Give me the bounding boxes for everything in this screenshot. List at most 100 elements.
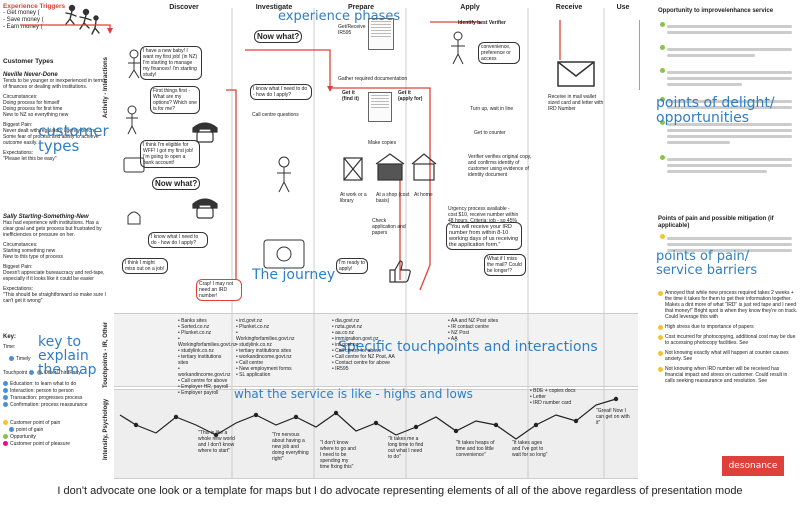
key-legend2: point of gain	[16, 427, 44, 433]
phase-dividers	[231, 8, 605, 478]
touchpoints-investigate: • ird.govt.nz• Plunket.co.nz• Workingfor…	[236, 318, 295, 378]
other-icon	[36, 370, 42, 376]
people-icons	[123, 49, 145, 225]
pain-title: Points of pain and possible mitigation (…	[658, 216, 774, 229]
persona-exp: "Please let this be easy"	[3, 156, 57, 162]
annotation-customer-types: customer types	[38, 122, 109, 155]
intensity-note: "It takes ages and I've got to wait for …	[512, 440, 548, 458]
annotation-highs-lows: what the service is like - highs and low…	[234, 387, 473, 401]
touchpoint-item: • studylink.co.nz	[178, 348, 214, 354]
speech-bubble: First things first - What are my options…	[150, 86, 200, 114]
pain-list: Annoyed that while new process required …	[658, 290, 798, 388]
touchpoint-item: • Plunket.co.nz	[236, 324, 270, 330]
persona-name: Neville Never-Done	[3, 72, 58, 78]
pain-icon	[658, 351, 663, 356]
intensity-note: "I don't know where to go and I need to …	[320, 440, 356, 470]
speech-bubble: I have a new baby! I want my first job! …	[140, 46, 202, 80]
touchpoint-item: • Banks sites	[178, 318, 207, 324]
persona-exp-label: Expectations:	[3, 286, 34, 292]
touchpoint-item: • tertiary institutions sites	[236, 348, 292, 354]
speech-bubble: I think I'm eligible for WFF! I got my f…	[140, 140, 200, 168]
persona-circ: Starting something new	[3, 248, 56, 254]
touchpoints-discover: • Banks sites• Sorted.co.nz• Plunket.co.…	[178, 318, 237, 396]
opportunity-list	[660, 22, 792, 184]
persona-exp: "This should be straightforward so make …	[3, 292, 106, 304]
persona-exp-label: Expectations:	[3, 150, 34, 156]
key-panel: Key: Time: Timely Touchpoint Other/Third…	[3, 334, 111, 448]
intensity-note: "I'm nervous about having a new job and …	[272, 432, 309, 462]
verifier-label: Verifier verifies original copy, and con…	[468, 154, 532, 178]
phase-header: Apply	[460, 4, 480, 11]
opportunity-icon	[660, 68, 665, 73]
opportunity-icon	[3, 434, 8, 440]
touchpoint-item: • Employer HR, payroll	[178, 384, 229, 390]
touchpoint-item: • nzta.govt.nz	[332, 324, 363, 330]
opportunity-icon	[660, 155, 665, 160]
persona-name: Sally Starting-Something-New	[3, 214, 89, 220]
pain-icon	[658, 335, 663, 340]
phase-header: Investigate	[255, 4, 293, 11]
key-legend2: Customer point of pain	[10, 420, 61, 426]
phase-header: Use	[616, 4, 630, 11]
persona-circ: New to NZ so everything new	[3, 112, 69, 118]
persona-pain: Never dealt with regulatory agency befor…	[3, 128, 99, 146]
key-legend: Interaction: person to person	[10, 388, 74, 394]
pain-icon	[658, 325, 663, 330]
envelope-icon	[557, 61, 595, 87]
touchpoint-item: • New employment forms	[236, 366, 292, 372]
annotation-experience-phases: experience phases	[278, 9, 401, 24]
persona-circ: Doing process for himself	[3, 100, 60, 106]
speech-bubble: Crap! I may not need an IRD number!	[196, 279, 242, 301]
touchpoint-item: • Letter	[530, 394, 546, 400]
persona-pain: Doesn't appreciate bureaucracy and red-t…	[3, 270, 105, 282]
intensity-curve	[119, 396, 619, 440]
key-legend: Transaction: progresses process	[10, 395, 83, 401]
gather-label: Gather required documentation	[338, 76, 408, 82]
trigger-item: - Get money (	[3, 10, 40, 16]
persona-circ: New to this type of process	[3, 254, 64, 260]
annotation-key: key to explain the map	[38, 334, 97, 378]
key-legend2: Customer point of pleasure	[10, 441, 71, 447]
customer-types-title: Customer Types	[3, 58, 54, 65]
trigger-item: - Earn money (	[3, 24, 43, 30]
phase-header: Prepare	[347, 4, 375, 11]
key-title: Key:	[3, 334, 17, 340]
touchpoint-item: • studylink.co.nz	[236, 342, 272, 348]
persona-pain-label: Biggest Pain:	[3, 264, 33, 270]
id-document-icon	[368, 92, 392, 122]
opportunity-icon	[660, 45, 665, 50]
touchpoint-item: • Plunket.co.nz	[178, 330, 212, 336]
touchpoint-item: • ird.govt.nz	[236, 318, 263, 324]
opportunity-icon	[660, 120, 665, 125]
speech-bubble: I think I might miss out on a job!	[122, 258, 168, 274]
receive-letter-label: Receive in mail wallet sized card and le…	[548, 94, 604, 112]
persona-circ-label: Circumstances:	[3, 94, 38, 100]
persona-desc: Tends to be younger or inexperienced in …	[3, 78, 106, 90]
pain-icon	[3, 420, 8, 426]
touchpoint-item: • Call centre	[236, 360, 264, 366]
opportunity-icon	[660, 97, 665, 102]
touchpoint-item: • aa.co.nz	[332, 330, 355, 336]
trigger-item: - Save money (	[3, 17, 44, 23]
gain-icon	[9, 427, 14, 433]
identify-label: Identify best Verifier	[458, 20, 506, 26]
touchpoint-item: • IRD number card	[530, 400, 572, 406]
intensity-note: "Great! Now I can get on with it"	[596, 408, 630, 426]
education-icon	[3, 381, 8, 387]
touchpoint-item: • Employer payroll	[178, 390, 219, 396]
touchpoint-band	[114, 313, 638, 387]
key-other: Other/ThirdParty	[43, 370, 81, 376]
investigate-icons	[263, 156, 305, 269]
pleasure-icon	[3, 441, 8, 447]
persona-2: Sally Starting-Something-New Has had exp…	[3, 214, 109, 304]
journey-flow-lines	[20, 20, 640, 301]
now-what-bubble: Now what?	[152, 177, 201, 190]
touchpoint-item: • workandincome.govt.nz	[236, 354, 292, 360]
location-label: At a shop (cost basis)	[376, 192, 410, 204]
key-legend2: Opportunity	[10, 434, 36, 440]
touchpoints-apply: • AA and NZ Post sites• IR contact centr…	[448, 318, 514, 342]
pain-icon	[658, 291, 663, 296]
key-touchpoint: Touchpoint	[3, 370, 28, 376]
pain-item: Not knowing exactly what will happen at …	[665, 350, 789, 362]
persona-desc: Has had experience with institutions. Ha…	[3, 220, 102, 238]
